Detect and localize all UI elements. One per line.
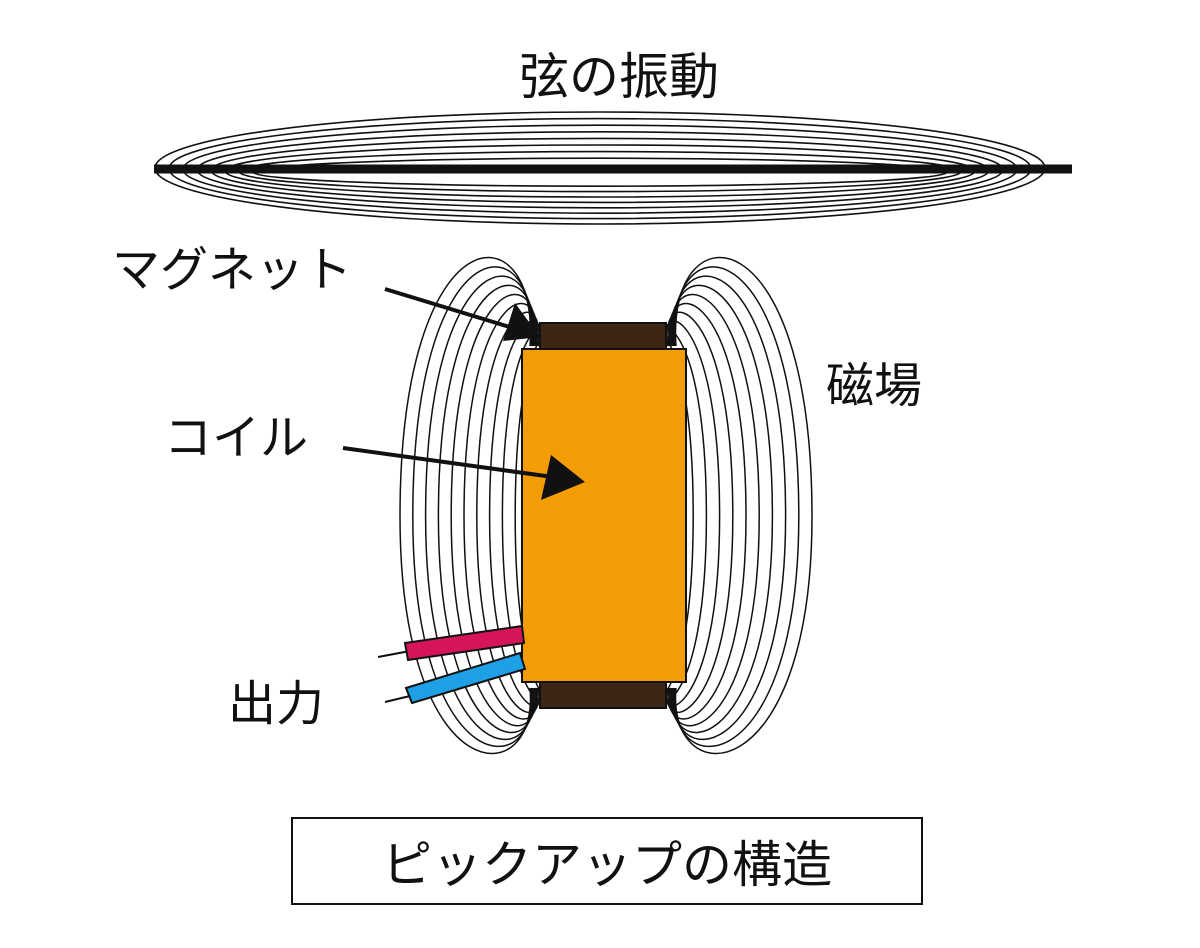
wire-lead-positive: [377, 650, 411, 658]
magnet-bottom: [539, 679, 667, 709]
label-output: 出力: [228, 676, 324, 732]
coil-arrow: [342, 446, 561, 480]
field-loop-right: [670, 293, 760, 727]
label-string-vibration: 弦の振動: [519, 48, 719, 106]
field-loop-right: [671, 284, 774, 734]
magnet-arrow-head: [503, 303, 540, 341]
caption-title: ピックアップの構造: [382, 836, 832, 894]
field-loop-right: [668, 302, 747, 720]
label-magnet: マグネット: [112, 242, 352, 298]
output-wires: [377, 624, 527, 705]
field-loop-left: [424, 275, 534, 741]
field-loop-left: [450, 293, 537, 727]
field-loop-left: [437, 284, 535, 734]
field-loop-left: [463, 302, 538, 720]
field-loop-right: [672, 275, 787, 741]
field-loop-right: [674, 256, 813, 755]
coil-arrow-head: [541, 455, 585, 500]
caption-box: ピックアップの構造: [291, 817, 923, 905]
coil-body: [521, 348, 687, 683]
field-loop-left: [399, 256, 532, 755]
wire-negative: [404, 651, 527, 705]
field-loop-right: [673, 266, 800, 748]
field-loop-left: [412, 266, 533, 748]
wire-positive: [403, 624, 526, 662]
label-magnetic-field: 磁場: [826, 358, 922, 414]
label-coil: コイル: [164, 410, 308, 466]
